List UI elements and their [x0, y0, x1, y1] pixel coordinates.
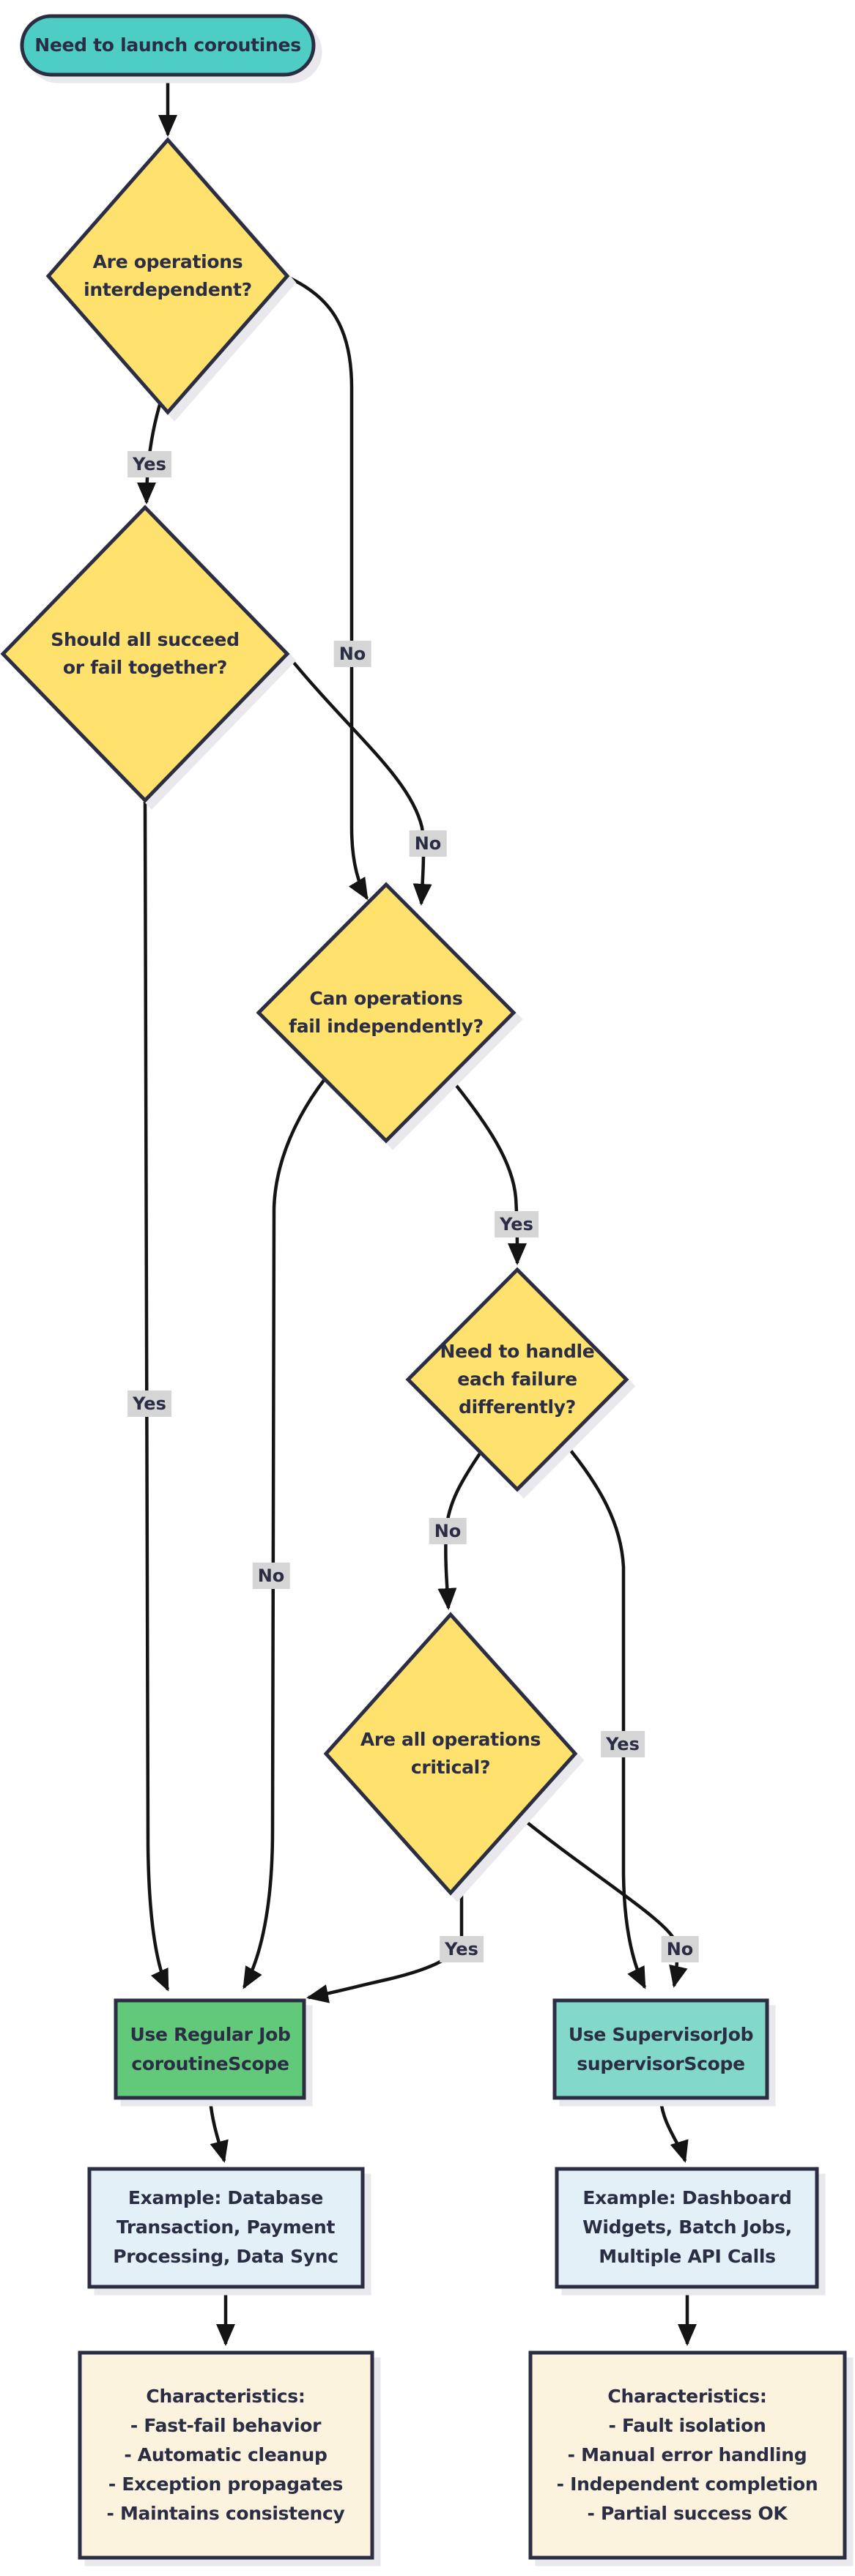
decision-succeed-fail-shape: [0, 505, 290, 803]
result-regular-job-shape: [114, 1998, 306, 2100]
result-supervisor-job-label: Use SupervisorJob supervisorScope: [568, 2024, 754, 2074]
decision-handle-differently-label: Need to handle each failure differently?: [440, 1341, 595, 1418]
characteristics-regular-shape: [78, 2350, 374, 2560]
edge-label-handle-differently-no: No: [429, 1518, 467, 1544]
result-regular-job-label: Use Regular Job coroutineScope: [130, 2024, 291, 2074]
node-layer: [0, 14, 847, 2560]
edge-supervisor-to-example: [659, 2099, 689, 2163]
edge-label-all-critical-yes: Yes: [440, 1936, 484, 1962]
start-node-label: Need to launch coroutines: [34, 34, 301, 56]
edge-fail-independently-no: [243, 1078, 326, 1989]
edge-label-all-critical-no: No: [661, 1936, 699, 1962]
example-regular-shape: [87, 2167, 365, 2289]
example-supervisor-shape: [555, 2167, 819, 2289]
edge-regular-to-example: [208, 2099, 229, 2163]
example-supervisor-label: Example: Dashboard Widgets, Batch Jobs, …: [582, 2187, 792, 2267]
result-supervisor-job-shape: [552, 1998, 769, 2100]
decision-interdependent-label: Are operations interdependent?: [84, 251, 252, 300]
edge-succeed-fail-no: [286, 653, 432, 906]
edge-label-interdependent-yes: Yes: [127, 451, 171, 477]
decision-interdependent-shape: [45, 137, 290, 415]
edge-fail-independently-yes: [447, 1074, 527, 1265]
edge-succeed-fail-yes: [143, 801, 170, 1992]
edge-interdependent-no: [286, 275, 369, 901]
decision-fail-independently-label: Can operations fail independently?: [289, 988, 484, 1037]
edge-all-critical-no: [511, 1809, 688, 1988]
decision-fail-independently-shape: [256, 882, 517, 1144]
characteristics-regular-label: Characteristics: - Fast-fail behavior - …: [106, 2386, 345, 2524]
example-regular-label: Example: Database Transaction, Payment P…: [113, 2187, 338, 2267]
decision-handle-differently-shape: [405, 1267, 629, 1492]
edge-label-fail-independently-yes: Yes: [495, 1211, 538, 1237]
decision-succeed-fail-label: Should all succeed or fail together?: [51, 629, 240, 678]
edge-all-critical-yes: [306, 1895, 464, 2003]
edge-handle-differently-yes: [563, 1441, 647, 1989]
decision-all-critical-label: Are all operations critical?: [360, 1729, 541, 1778]
edge-label-succeed-fail-no: No: [409, 830, 447, 857]
edge-label-succeed-fail-yes: Yes: [127, 1391, 171, 1417]
edge-interdependent-yes: [137, 399, 163, 505]
decision-all-critical-shape: [323, 1612, 578, 1896]
edge-layer: [137, 76, 697, 2346]
characteristics-supervisor-label: Characteristics: - Fault isolation - Man…: [556, 2386, 818, 2524]
edge-label-handle-differently-yes: Yes: [601, 1731, 645, 1757]
edge-label-interdependent-no: No: [333, 641, 371, 667]
edge-label-fail-independently-no: No: [252, 1563, 290, 1589]
start-node-shape: [20, 14, 316, 77]
characteristics-supervisor-shape: [528, 2350, 847, 2560]
